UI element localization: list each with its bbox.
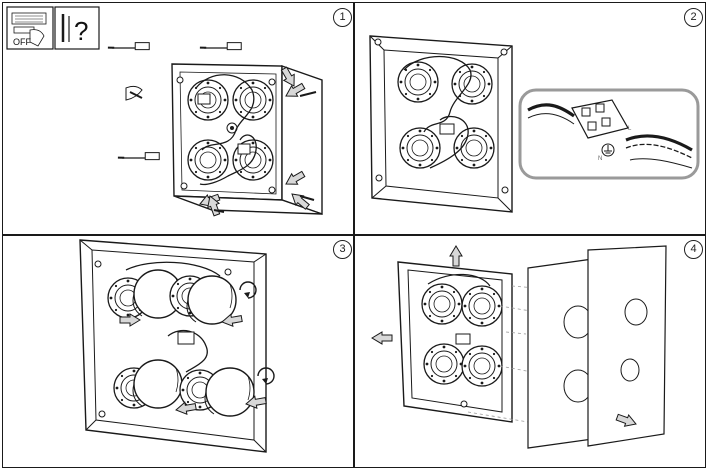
live-label: L (628, 126, 632, 132)
off-label: OFF (13, 37, 31, 47)
step-number-1: 1 (333, 8, 352, 27)
drill-and-screwdriver-icon: ? (54, 6, 100, 50)
panel-divider-horizontal (2, 234, 706, 236)
panel-1-mounting: OFF ? (6, 6, 323, 218)
power-switch-off-icon: OFF (6, 6, 54, 50)
rotate-arrow-icon (239, 281, 275, 385)
connector-detail-callout: L N (518, 88, 700, 180)
panel-4-cover (371, 245, 667, 449)
neutral-label: N (598, 156, 602, 162)
panel-2-wiring: L N (369, 35, 700, 213)
step-number-4: 4 (684, 240, 703, 259)
question-mark: ? (74, 16, 88, 46)
step-number-2: 2 (684, 8, 703, 27)
step-number-3: 3 (333, 240, 352, 259)
earth-symbol-icon (601, 143, 615, 157)
panel-3-spotlights (79, 239, 275, 453)
